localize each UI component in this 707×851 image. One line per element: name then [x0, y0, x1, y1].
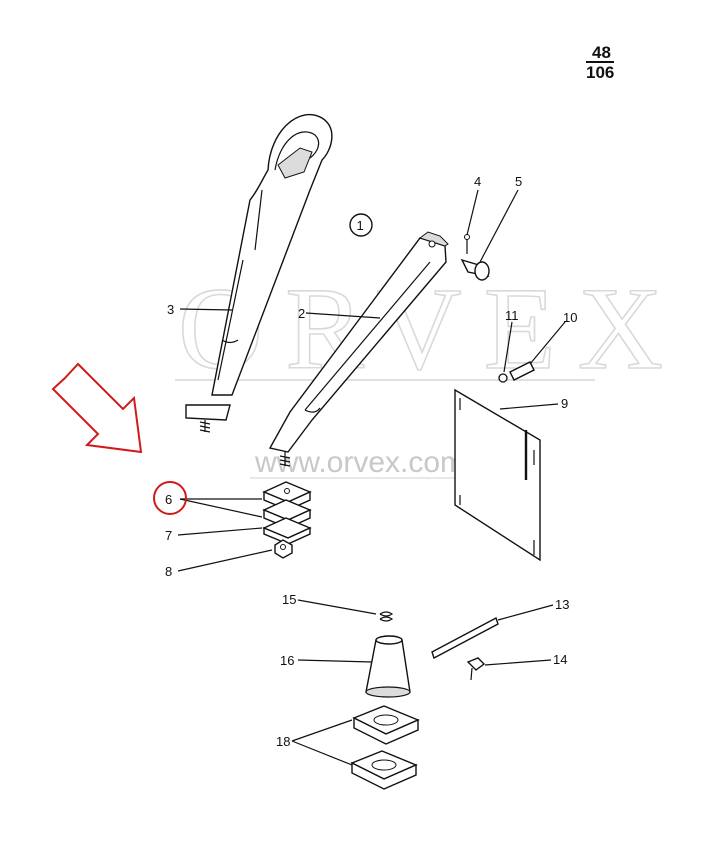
part-18-rings — [350, 705, 420, 790]
part-4-pin — [464, 234, 470, 254]
part-15-spring — [379, 611, 394, 622]
callout-2: 2 — [298, 306, 305, 321]
part-5-bushing — [460, 258, 490, 281]
part-2-arm — [268, 231, 449, 467]
callout-5: 5 — [515, 174, 522, 189]
callout-18: 18 — [276, 734, 290, 749]
callout-9: 9 — [561, 396, 568, 411]
page-reference: 48 106 — [586, 43, 614, 82]
red-arrow-icon — [51, 362, 143, 454]
callout-15: 15 — [282, 592, 296, 607]
callout-7: 7 — [165, 528, 172, 543]
part-14-clip — [466, 657, 486, 681]
callout-16: 16 — [280, 653, 294, 668]
view-marker-label: 1 — [357, 218, 364, 233]
page-ref-top: 48 — [592, 43, 611, 62]
callout-6: 6 — [165, 492, 172, 507]
callout-10: 10 — [563, 310, 577, 325]
page-ref-bottom: 106 — [586, 63, 614, 82]
part-11-washer — [498, 373, 508, 383]
part-9-plate — [454, 388, 541, 562]
part-13-strip — [431, 616, 499, 660]
part-7-pad — [262, 517, 312, 545]
highlight-circle — [153, 481, 187, 515]
callout-8: 8 — [165, 564, 172, 579]
part-3-handle — [185, 113, 333, 433]
callout-labels: 2 3 4 5 6 7 8 9 10 11 13 14 15 16 18 — [165, 174, 577, 749]
callout-4: 4 — [474, 174, 481, 189]
part-16-cone — [365, 635, 411, 698]
view-marker: 1 — [349, 213, 373, 237]
part-8-nut — [274, 539, 293, 559]
callout-13: 13 — [555, 597, 569, 612]
leader-lines — [177, 189, 566, 766]
part-10-screw — [509, 361, 535, 381]
callout-14: 14 — [553, 652, 567, 667]
callout-3: 3 — [167, 302, 174, 317]
callout-11: 11 — [505, 308, 519, 323]
